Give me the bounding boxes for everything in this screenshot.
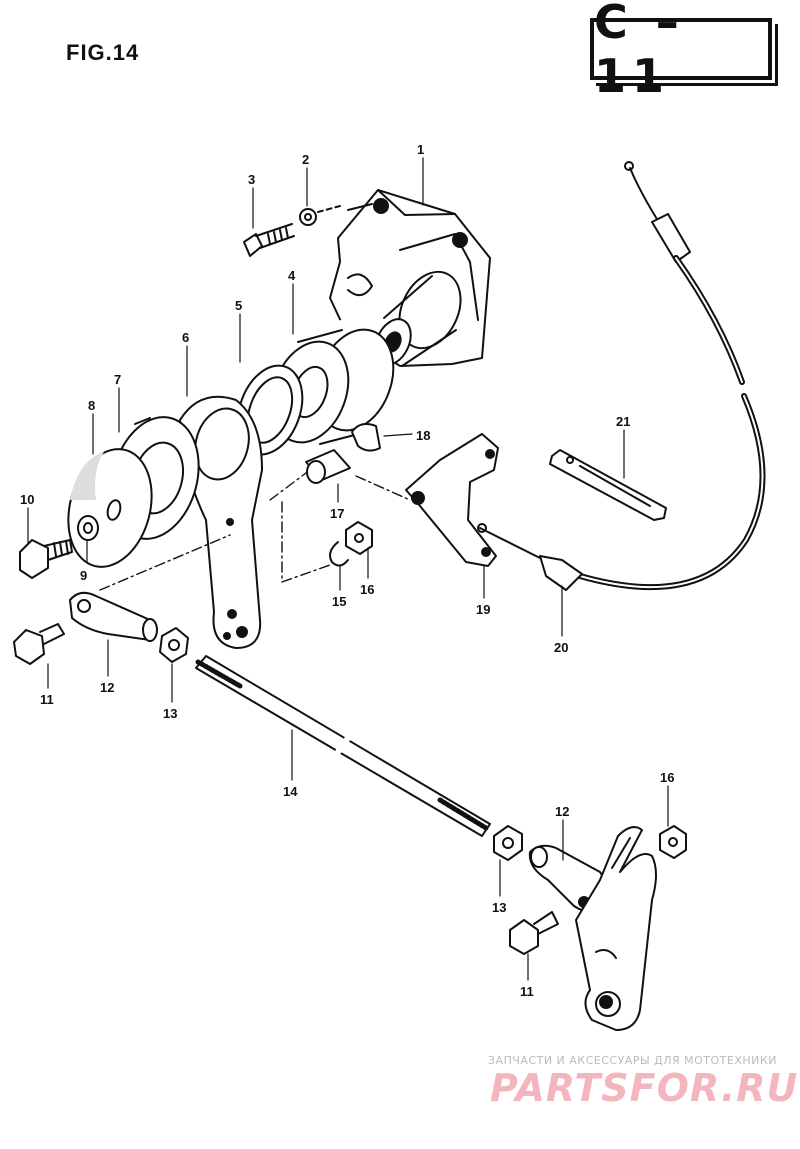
part-16-nut-bottom — [659, 825, 687, 859]
callout-13-top: 13 — [163, 706, 177, 721]
callout-6: 6 — [182, 330, 189, 345]
callout-12-bottom: 12 — [555, 804, 569, 819]
callout-15: 15 — [332, 594, 346, 609]
part-19-cable-bracket — [405, 433, 499, 567]
throttle-lever — [575, 826, 657, 1031]
callout-18: 18 — [416, 428, 430, 443]
callout-16-top: 16 — [360, 582, 374, 597]
callout-8: 8 — [88, 398, 95, 413]
part-17-spacer — [305, 449, 351, 484]
part-14-threaded-rod — [195, 655, 491, 837]
callout-10: 10 — [20, 492, 34, 507]
callout-5: 5 — [235, 298, 242, 313]
part-3-bolt — [243, 223, 295, 257]
callout-11-bottom: 11 — [520, 984, 534, 999]
watermark-tagline: ЗАПЧАСТИ И АКСЕССУАРЫ ДЛЯ МОТОТЕХНИКИ — [488, 1054, 777, 1067]
watermark-brand: PARTSFOR.RU — [490, 1066, 799, 1110]
callout-20: 20 — [554, 640, 568, 655]
callout-7: 7 — [114, 372, 121, 387]
callout-19: 19 — [476, 602, 490, 617]
callout-9: 9 — [80, 568, 87, 583]
part-13-nut-top — [159, 627, 189, 663]
part-13-nut-bottom — [493, 825, 523, 861]
part-11-bolt-top — [13, 623, 65, 665]
part-9-washer — [77, 515, 99, 541]
figure-title: FIG.14 — [66, 40, 140, 65]
callout-21: 21 — [616, 414, 630, 429]
leader-lines — [27, 157, 669, 981]
code-box-shadow — [596, 24, 778, 86]
part-12-rod-end-top — [69, 591, 158, 642]
part-10-bolt — [19, 539, 73, 579]
callout-12-top: 12 — [100, 680, 114, 695]
callout-4: 4 — [288, 268, 296, 283]
callout-14: 14 — [283, 784, 298, 799]
callout-3: 3 — [248, 172, 255, 187]
part-20-cable — [477, 161, 766, 591]
callout-16-bottom: 16 — [660, 770, 674, 785]
part-18-clip — [351, 423, 381, 452]
part-6-arm — [179, 395, 263, 649]
callout-17: 17 — [330, 506, 344, 521]
part-11-bolt-bottom — [509, 911, 559, 955]
callout-11-top: 11 — [40, 692, 54, 707]
assembly-axis-lines — [99, 469, 411, 591]
part-15-clip — [329, 541, 349, 567]
part-16-nut-top — [345, 521, 373, 555]
part-2-washer — [299, 203, 373, 226]
part-21-slotted-plate — [549, 449, 667, 521]
callout-labels: 1 2 3 4 5 6 7 8 9 10 11 12 13 14 15 16 1… — [20, 142, 674, 999]
callout-2: 2 — [302, 152, 309, 167]
callout-13-bottom: 13 — [492, 900, 506, 915]
callout-1: 1 — [417, 142, 424, 157]
